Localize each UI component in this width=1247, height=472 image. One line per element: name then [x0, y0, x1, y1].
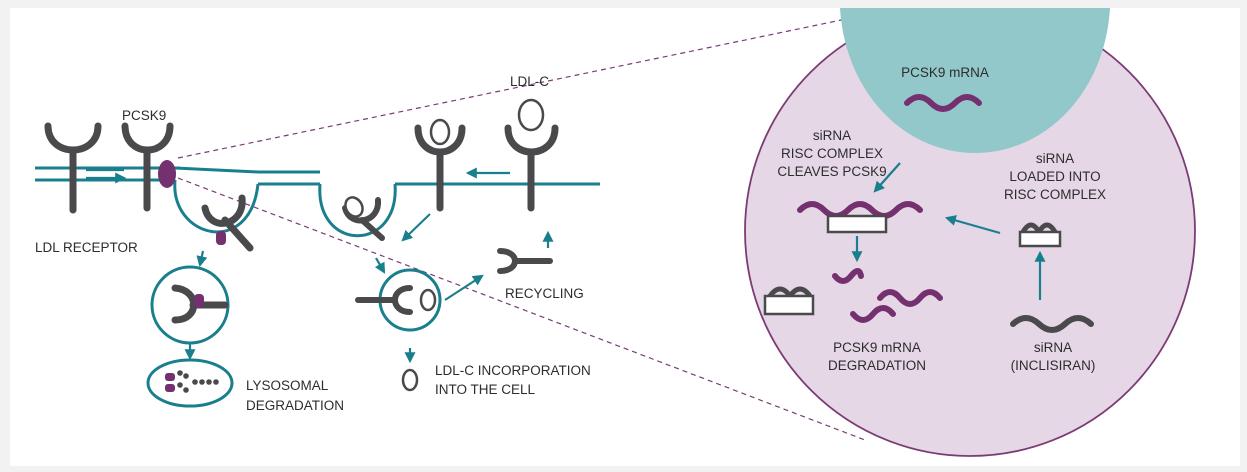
sirna-wave	[1010, 315, 1094, 333]
label-lysosomal-1: LYSOSOMAL	[246, 378, 329, 393]
arrow-to-endosome-2	[374, 257, 386, 274]
label-loaded-1: siRNA	[1036, 151, 1074, 166]
label-degradation-2: DEGRADATION	[828, 358, 926, 373]
pcsk9-bound	[216, 231, 226, 245]
label-risc-cleaves-2: RISC COMPLEX	[781, 146, 883, 161]
label-loaded-3: RISC COMPLEX	[1004, 187, 1106, 202]
pcsk9-mrna-wave	[904, 94, 982, 112]
ldl-receptor-4	[504, 124, 559, 212]
pcsk9-in-endosome	[194, 294, 204, 308]
internalized-receptor	[201, 194, 254, 252]
arrow-to-recycling	[444, 274, 484, 301]
mrna-fragment-2	[877, 289, 943, 307]
ldl-c-particle	[517, 98, 545, 132]
risc-complex	[826, 214, 888, 234]
arrow-down-left	[401, 213, 431, 242]
lysosome	[146, 358, 234, 408]
double-arrow	[86, 168, 127, 184]
label-ldl-c: LDL-C	[510, 74, 549, 89]
pcsk9-mechanism-diagram: PCSK9 LDL RECEPTOR LDL-C RECYCLING LYSOS…	[35, 8, 1196, 457]
label-incorporation-1: LDL-C INCORPORATION	[435, 363, 591, 378]
pcsk9-molecule	[158, 160, 176, 188]
label-risc-cleaves-3: CLEAVES PCSK9	[777, 164, 886, 179]
label-sirna-2: (INCLISIRAN)	[1011, 358, 1096, 373]
label-recycling: RECYCLING	[505, 286, 584, 301]
label-risc-cleaves-1: siRNA	[813, 128, 851, 143]
label-pcsk9-mrna: PCSK9 mRNA	[901, 65, 989, 80]
loaded-risc-complex	[1018, 230, 1062, 248]
label-lysosomal-2: DEGRADATION	[246, 398, 344, 413]
mrna-fragment-3	[850, 305, 896, 323]
recycling-receptor	[497, 248, 553, 274]
label-loaded-2: LOADED INTO	[1009, 169, 1100, 184]
label-ldl-receptor: LDL RECEPTOR	[35, 240, 138, 255]
mrna-fragment-1	[832, 268, 864, 284]
mrna-on-risc	[797, 201, 923, 219]
ldl-receptor-2	[121, 122, 174, 212]
arrow-cleave	[873, 162, 901, 193]
label-sirna-1: siRNA	[1034, 340, 1072, 355]
risc-complex-released	[763, 294, 815, 316]
lysosome-fragments	[165, 370, 219, 393]
label-pcsk9: PCSK9	[122, 108, 166, 123]
ldl-receptor-1	[44, 122, 102, 214]
zoom-lines	[177, 12, 876, 441]
zoom-circle	[744, 8, 1196, 457]
nucleus	[840, 8, 1110, 153]
receptor-in-endosome-2	[355, 285, 413, 315]
cell-membrane	[35, 166, 600, 238]
arrow-to-endosome	[196, 250, 208, 268]
ldl-receptor-3	[414, 124, 466, 212]
arrow-to-risc	[944, 215, 1001, 235]
diagram-canvas: PCSK9 LDL RECEPTOR LDL-C RECYCLING LYSOS…	[10, 8, 1240, 466]
label-degradation-1: PCSK9 mRNA	[833, 340, 921, 355]
label-incorporation-2: INTO THE CELL	[435, 382, 536, 397]
ldl-c-free	[401, 368, 419, 392]
